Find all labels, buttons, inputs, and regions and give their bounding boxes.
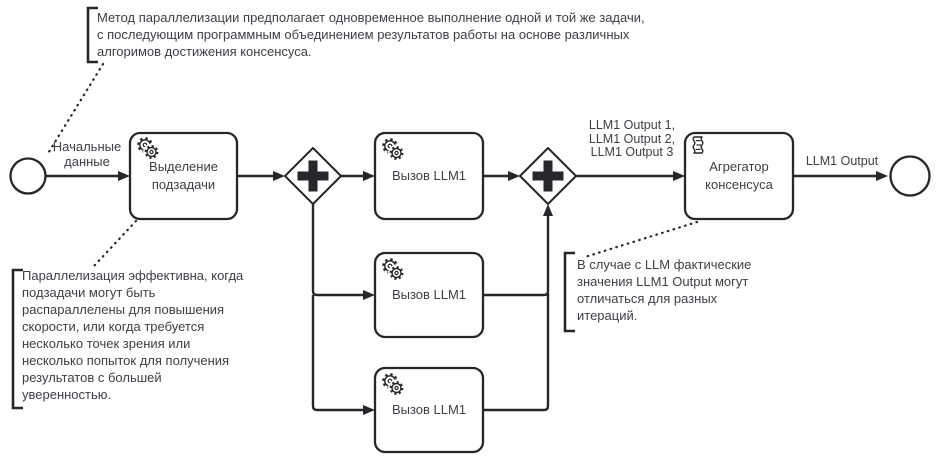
annotation-line: итераций. [577,308,638,323]
annotation-line: В случае с LLM фактические [577,257,752,272]
association-top-annotation [45,62,105,157]
arrowhead [876,171,888,181]
label-line: Агрегатор [709,159,769,174]
annotation-line: Параллелизация эффективна, когда [22,268,244,283]
end-event [889,155,931,197]
annotation-line: Метод параллелизации предполагает одновр… [97,10,645,25]
flow-split-to-llm-bottom [311,295,363,412]
label-line: данные [64,154,110,169]
annotation-line: несколько попыток для получения [22,353,230,368]
label-line: LLM1 Output 2, [588,131,676,146]
arrowhead [508,171,520,181]
annotation-top-bracket [86,6,98,64]
task-llm-call-middle-label: Вызов LLM1 [375,253,483,337]
task-aggregator-label: Агрегатор консенсуса [685,133,793,219]
annotation-left-bracket [11,268,23,410]
annotation-top: Метод параллелизации предполагает одновр… [97,9,645,60]
label-line: LLM1 Output 3 [590,145,674,159]
label-line: Выделение [149,159,218,174]
annotation-line: с последующим программным объединением р… [97,27,630,42]
flow-split-to-llm-middle [311,204,363,297]
start-event [9,157,47,195]
association-right-annotation [583,220,699,259]
label-line: Вызов LLM1 [391,402,467,417]
annotation-line: значения LLM1 Output могут [577,274,749,289]
annotation-right: В случае с LLM фактические значения LLM1… [577,256,751,324]
association-left-annotation [92,219,138,268]
annotation-right-bracket [563,251,575,333]
flow-label-final-output: LLM1 Output [805,154,879,168]
annotation-line: результатов с большей [22,370,162,385]
annotation-line: скорости, или когда требуется [22,319,205,334]
annotation-left: Параллелизация эффективна, когда подзада… [22,267,243,403]
flow-label-llm-outputs: LLM1 Output 1, LLM1 Output 2, LLM1 Outpu… [582,118,682,160]
task-llm-call-top-label: Вызов LLM1 [375,133,483,219]
label-line: консенсуса [705,177,773,192]
task-llm-call-bottom-label: Вызов LLM1 [375,368,483,452]
label-line: подзадачи [151,177,216,192]
arrowhead [273,171,285,181]
arrowhead [363,171,375,181]
annotation-line: подзадачи могут быть [22,285,156,300]
arrowhead [363,405,375,415]
plus-icon [297,160,329,192]
flow-llm-bottom-to-join [483,293,550,412]
label-line: Вызов LLM1 [391,168,467,183]
plus-icon [532,160,564,192]
arrowhead [543,204,553,216]
label-line: Вызов LLM1 [391,287,467,302]
start-event-label: Начальные данные [47,139,127,169]
arrowhead [363,290,375,300]
label-line: Начальные [52,139,122,154]
annotation-line: несколько точек зрения или [22,336,191,351]
annotation-line: уверенностью. [22,387,112,402]
arrowhead [118,171,130,181]
arrowhead [673,171,685,181]
annotation-line: отличаться для разных [577,291,718,306]
flow-llm-middle-to-join [483,216,550,297]
annotation-line: распараллелены для повышения [22,302,225,317]
task-aggregator [683,131,795,221]
task-subtask-label: Выделение подзадачи [130,133,237,219]
label-line: LLM1 Output 1, [588,118,676,132]
annotation-line: алгоримов достижения консенсуса. [97,44,312,59]
